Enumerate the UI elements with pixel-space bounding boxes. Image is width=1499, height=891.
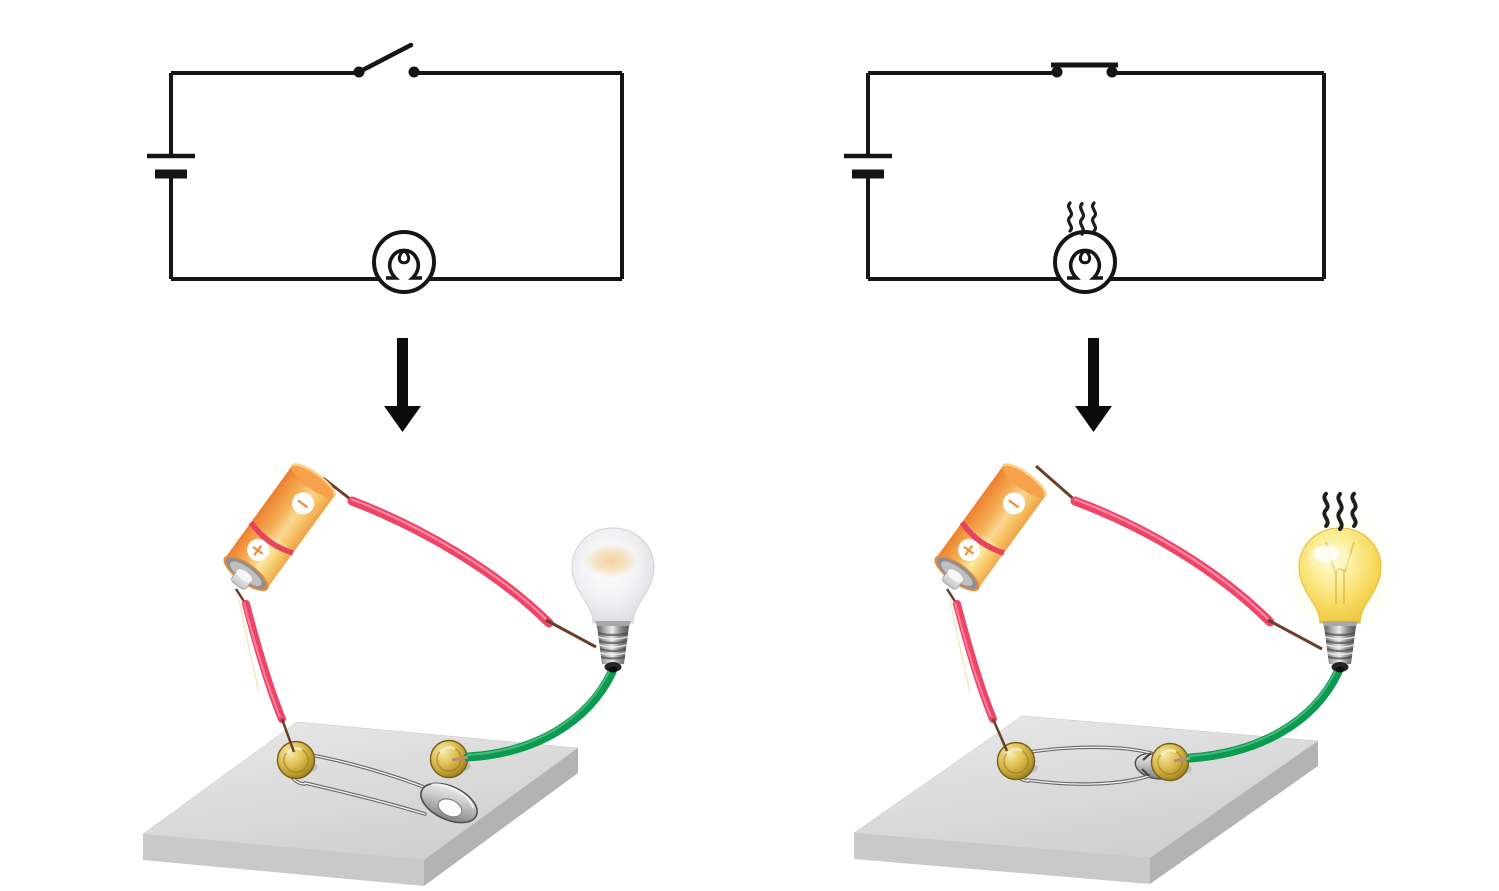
bulb-screw-base (1320, 619, 1360, 674)
photo-open-circuit (142, 459, 655, 886)
battery-symbol (844, 153, 892, 179)
lamp-symbol (1053, 230, 1117, 294)
closed-switch-symbol (1051, 62, 1118, 78)
bulb-highlight (1313, 546, 1339, 562)
board (853, 715, 1319, 884)
safety-pin-clasp (420, 782, 478, 824)
wire-red-top (1035, 464, 1323, 651)
safety-pin-open (287, 751, 478, 824)
wire-red-top (322, 476, 597, 649)
wire-red-bottom (945, 588, 1009, 752)
light-bulb-off (571, 527, 655, 674)
schematic-closed-circuit (844, 62, 1326, 294)
schematic-open-circuit (147, 42, 624, 294)
battery-symbol (147, 153, 195, 179)
light-bulb-lit (1282, 511, 1398, 674)
wire-red-bottom (234, 588, 296, 753)
bulb-faint-glow (584, 544, 638, 578)
down-arrow-icon (384, 338, 421, 432)
battery (215, 459, 339, 602)
lamp-symbol (372, 230, 436, 294)
bulb-screw-base (593, 619, 633, 674)
wire-green (451, 667, 617, 762)
open-switch-symbol (353, 42, 420, 78)
wire-green (1173, 667, 1343, 763)
heat-marks-icon (1066, 201, 1098, 236)
battery (926, 459, 1050, 602)
down-arrow-icon (1075, 338, 1112, 432)
photo-closed-circuit (853, 459, 1398, 884)
